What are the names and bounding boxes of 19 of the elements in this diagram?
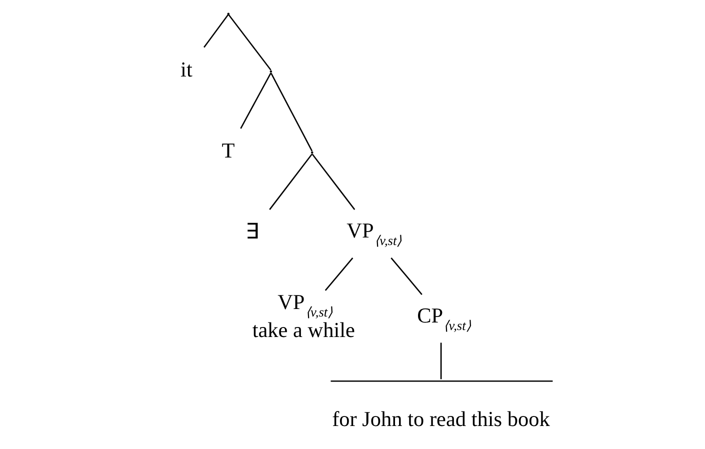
connector: [311, 154, 355, 210]
connector: [270, 72, 312, 152]
connector: [268, 154, 312, 210]
node-text: it: [180, 58, 192, 82]
connector: [324, 257, 353, 291]
node-text: T: [221, 138, 234, 163]
connector: [203, 14, 228, 48]
connector: [390, 257, 422, 295]
node-point: [269, 70, 272, 73]
node-point: [226, 12, 230, 15]
node-text: VP$_{⟨v,st⟩}$ take a while: [252, 290, 354, 342]
node-point: [310, 151, 313, 154]
node-text: ∃: [245, 220, 258, 244]
node-text: VP$_{⟨v,st⟩}$: [346, 218, 402, 248]
connector: [228, 14, 271, 70]
node-text: CP$_{⟨v,st⟩}$: [416, 303, 470, 333]
node-text: for John to read this book: [332, 407, 550, 432]
connector: [440, 342, 442, 380]
connector: [240, 72, 271, 129]
